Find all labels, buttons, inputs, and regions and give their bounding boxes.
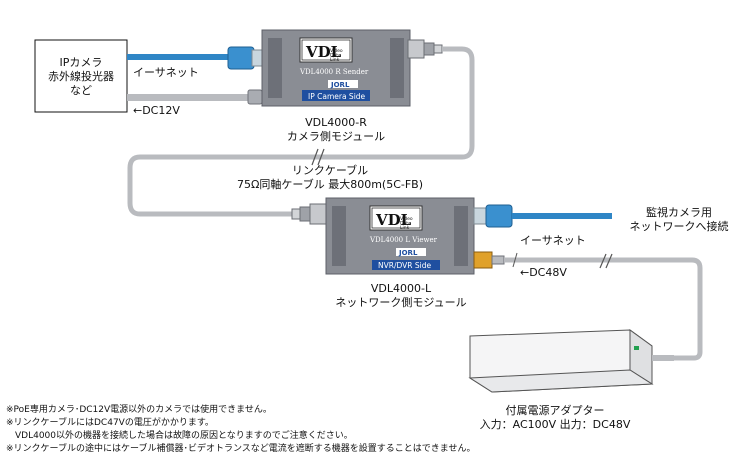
bnc-connector-top xyxy=(407,39,443,59)
sender-caption-model: VDL4000-R xyxy=(305,116,367,129)
coax-link-cable xyxy=(127,46,475,217)
camera-box-line-1: IPカメラ xyxy=(59,56,103,69)
camera-box xyxy=(34,39,128,113)
viewer-brand-sub-2: Link xyxy=(400,225,410,231)
network-label-line-1: 監視カメラ用 xyxy=(646,206,712,219)
viewer-caption: VDL4000-L ネットワーク側モジュール xyxy=(326,282,476,310)
ethernet-label-bottom: イーサネット xyxy=(520,234,586,247)
dc48-break-mark-2 xyxy=(512,252,518,268)
ethernet-label-top: イーサネット xyxy=(133,66,199,79)
viewer-brand-sub: Video Data Link xyxy=(400,216,414,231)
viewer-caption-model: VDL4000-L xyxy=(370,282,432,295)
camera-box-label: IPカメラ 赤外線投光器 など xyxy=(36,56,126,98)
network-label: 監視カメラ用 ネットワークへ接続 xyxy=(620,206,738,234)
adapter-caption-title: 付属電源アダプター xyxy=(505,404,605,417)
link-cable-title: リンクケーブル xyxy=(291,164,369,177)
footnote-2: ※リンクケーブルにはDC47Vの電圧がかかります。 xyxy=(6,418,214,428)
dc48-cable xyxy=(504,257,703,361)
viewer-brand-sub-0: Video xyxy=(400,216,413,222)
viewer-brand: VDL xyxy=(375,211,412,229)
sender-brand: VDL xyxy=(305,43,342,61)
sender-module xyxy=(261,29,411,107)
sender-brand-sub-0: Video xyxy=(330,48,343,54)
viewer-side-label: NVR/DVR Side xyxy=(378,261,431,270)
sender-brand-sub-1: Data xyxy=(330,53,341,59)
dc-plug-bottom xyxy=(473,251,505,269)
viewer-logo: JORL xyxy=(398,249,418,257)
adapter-caption: 付属電源アダプター 入力：AC100V 出力：DC48V xyxy=(470,404,640,432)
viewer-model-text: VDL4000 L Viewer xyxy=(369,236,438,244)
network-label-line-2: ネットワークへ接続 xyxy=(629,220,729,233)
ethernet-cable-top xyxy=(127,54,232,60)
viewer-module xyxy=(325,197,475,275)
link-cable-spec: 75Ω同軸ケーブル 最大800m(5C-FB) xyxy=(236,178,424,191)
sender-logo: JORL xyxy=(330,81,350,89)
coax-break-mark xyxy=(311,148,325,166)
bnc-connector-bottom xyxy=(291,203,327,225)
rj45-plug-top xyxy=(227,46,263,70)
adapter-caption-spec: 入力：AC100V 出力：DC48V xyxy=(479,418,631,431)
power-adapter xyxy=(468,329,654,393)
dc48-label: ←DC48V xyxy=(520,266,567,279)
rj45-plug-bottom xyxy=(473,204,513,228)
viewer-caption-desc: ネットワーク側モジュール xyxy=(335,296,467,309)
camera-box-line-3: など xyxy=(70,84,92,97)
sender-caption: VDL4000-R カメラ側モジュール xyxy=(266,116,406,144)
ethernet-cable-bottom xyxy=(512,213,612,219)
sender-brand-sub-2: Link xyxy=(330,57,340,63)
sender-model-text: VDL4000 R Sender xyxy=(299,68,369,76)
footnote-3: VDL4000以外の機器を接続した場合は故障の原因となりますのでご注意ください。 xyxy=(6,431,353,441)
adapter-cable-stub xyxy=(652,355,674,361)
dc12-cable xyxy=(127,94,252,101)
camera-box-line-2: 赤外線投光器 xyxy=(48,70,114,83)
footnote-4: ※リンクケーブルの途中にはケーブル補償器･ビデオトランスなど電流を遮断する機器を… xyxy=(6,444,476,454)
viewer-brand-sub-1: Data xyxy=(400,221,411,227)
dc12-label: ←DC12V xyxy=(133,104,180,117)
link-cable-label: リンクケーブル 75Ω同軸ケーブル 最大800m(5C-FB) xyxy=(235,164,425,192)
sender-side-label: IP Camera Side xyxy=(308,92,366,101)
sender-caption-desc: カメラ側モジュール xyxy=(286,130,386,143)
dc48-break-mark xyxy=(599,253,613,269)
dc-plug-top xyxy=(247,89,263,105)
footnote-1: ※PoE専用カメラ･DC12V電源以外のカメラでは使用できません。 xyxy=(6,405,272,415)
sender-brand-sub: Video Data Link xyxy=(330,48,344,63)
footnotes: ※PoE専用カメラ･DC12V電源以外のカメラでは使用できません。 ※リンクケー… xyxy=(6,404,476,456)
